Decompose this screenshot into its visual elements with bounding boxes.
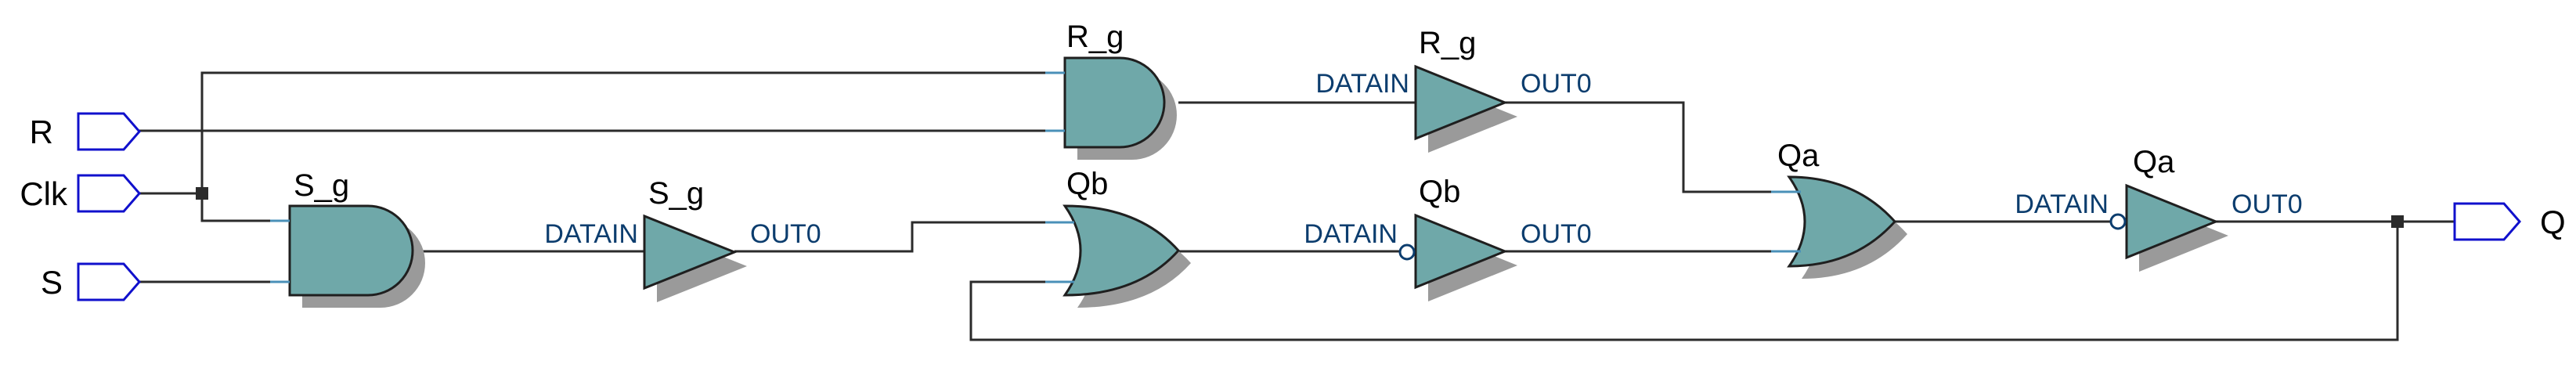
wire-sg-buf-out[interactable] xyxy=(734,221,1065,253)
port-r[interactable]: R xyxy=(30,112,141,151)
instance-label: S_g xyxy=(648,176,704,211)
gate-qb-or[interactable]: Qb xyxy=(1045,167,1191,308)
junction-dot-clk xyxy=(196,187,208,200)
instance-label: Qb xyxy=(1419,175,1460,209)
junction-dot-q xyxy=(2391,215,2404,228)
pin-label-out0: OUT0 xyxy=(2231,189,2303,219)
buffer-icon xyxy=(1414,213,1509,290)
input-port-icon xyxy=(77,174,141,213)
gate-qa-or[interactable]: Qa xyxy=(1771,139,1907,279)
instance-label: Qa xyxy=(1777,139,1820,173)
wire-clk-up[interactable] xyxy=(200,71,1065,193)
pin-label-datain: DATAIN xyxy=(544,219,638,249)
pin-label-datain: DATAIN xyxy=(1304,219,1398,249)
buffer-icon xyxy=(643,214,738,290)
buffer-qa[interactable]: Qa DATAIN OUT0 xyxy=(2015,145,2303,272)
wire-feedback[interactable] xyxy=(969,222,2399,341)
buffer-s-g[interactable]: S_g DATAIN OUT0 xyxy=(544,176,821,302)
gate-r-g-and[interactable]: R_g xyxy=(1045,20,1177,160)
wire-clk-down[interactable] xyxy=(200,193,290,222)
gate-s-g-and[interactable]: S_g xyxy=(270,168,425,308)
wire-rg-buf-out[interactable] xyxy=(1505,101,1789,193)
port-s[interactable]: S xyxy=(41,262,141,301)
or-gate-icon xyxy=(1063,204,1181,297)
pin-label-out0: OUT0 xyxy=(750,219,821,249)
pin-label-out0: OUT0 xyxy=(1521,69,1592,99)
instance-label: Qb xyxy=(1066,167,1108,201)
input-port-icon xyxy=(77,262,141,301)
pin-label-out0: OUT0 xyxy=(1521,219,1592,249)
instance-label: R_g xyxy=(1066,20,1124,54)
buffer-r-g[interactable]: R_g DATAIN OUT0 xyxy=(1315,26,1592,153)
inversion-bubble-icon xyxy=(1398,244,1416,261)
inversion-bubble-icon xyxy=(2109,213,2127,230)
buffer-qb[interactable]: Qb DATAIN OUT0 xyxy=(1304,175,1592,301)
buffer-icon xyxy=(2125,183,2220,260)
pin-label-datain: DATAIN xyxy=(2015,189,2109,219)
wires xyxy=(139,71,2455,341)
port-label-r: R xyxy=(30,114,53,150)
input-port-icon xyxy=(77,112,141,151)
and-gate-icon xyxy=(288,204,414,297)
port-q[interactable]: Q xyxy=(2453,202,2566,241)
pin-label-datain: DATAIN xyxy=(1315,69,1409,99)
output-port-icon xyxy=(2453,202,2521,241)
buffer-icon xyxy=(1414,64,1509,141)
port-clk[interactable]: Clk xyxy=(20,174,141,213)
instance-label: Qa xyxy=(2133,145,2175,179)
and-gate-icon xyxy=(1063,56,1166,149)
or-gate-icon xyxy=(1787,175,1897,268)
port-label-s: S xyxy=(41,264,63,301)
port-label-clk: Clk xyxy=(20,175,68,212)
port-label-q: Q xyxy=(2540,204,2566,240)
instance-label: S_g xyxy=(294,168,349,203)
instance-label: R_g xyxy=(1419,26,1476,60)
